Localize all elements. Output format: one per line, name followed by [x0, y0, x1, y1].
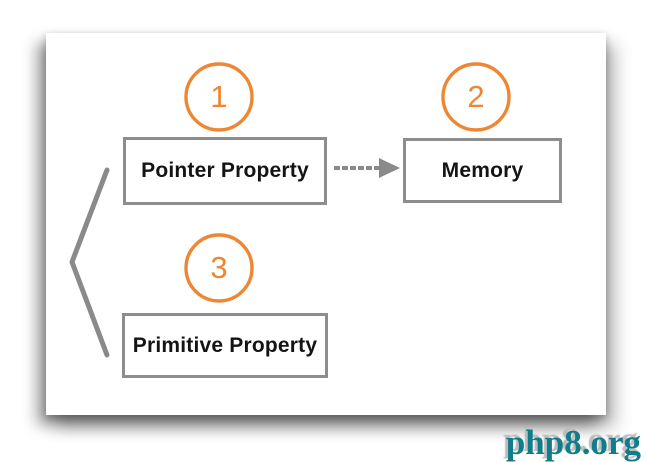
slide-card: 1 2 3 Pointer Property Memory Primitive …: [46, 33, 606, 415]
right-arrow-head: [379, 158, 400, 178]
site-watermark: php8.org: [505, 423, 641, 462]
pointer-property-label: Pointer Property: [141, 159, 309, 182]
pointer-property-box: Pointer Property: [123, 137, 327, 205]
primitive-property-box: Primitive Property: [122, 313, 328, 378]
right-arrow-icon: [334, 158, 400, 178]
step-circle-2: [441, 62, 511, 132]
left-chevron-icon: [69, 167, 110, 358]
memory-box: Memory: [403, 138, 562, 203]
primitive-property-label: Primitive Property: [132, 333, 318, 357]
shape-layer: [69, 62, 511, 358]
step-circle-1: [184, 62, 254, 132]
step-circle-3: [184, 233, 254, 303]
memory-label: Memory: [441, 158, 524, 182]
